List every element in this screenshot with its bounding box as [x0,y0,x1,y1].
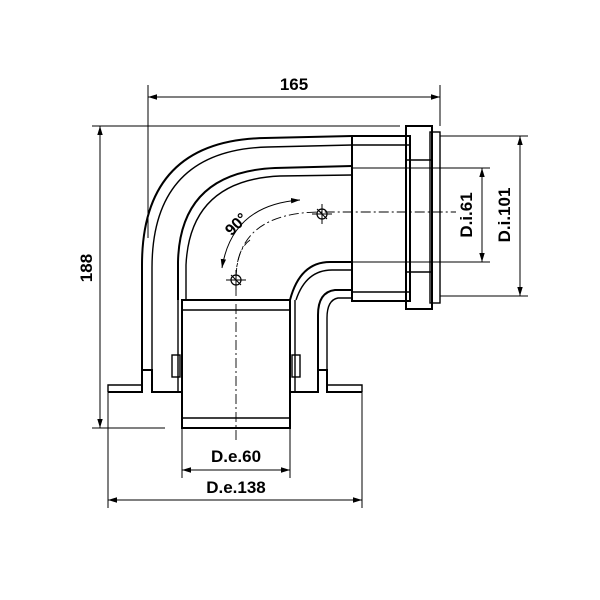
inner-throat-wall [289,261,352,301]
inner-throat-wall-2 [295,269,352,301]
middle-bend-wall [177,165,353,300]
dimension-lines [92,85,528,508]
outer-bend-inner-wall [151,144,353,392]
lower-right-leg-inner [326,297,352,392]
right-socket-ring [405,125,433,310]
right-socket-lip [429,131,441,304]
outer-bend-wall [141,135,353,392]
inner-diameter-small-label: D.i.61 [457,192,476,237]
right-foot [290,369,362,393]
angle-label: 90° [222,210,251,239]
outer-diameter-large-label: D.e.138 [206,478,266,497]
right-socket [351,125,441,310]
height-dimension-label: 188 [77,254,96,282]
lower-right-leg [317,289,352,392]
center-lines [235,211,456,440]
center-marker-lower [226,270,246,290]
width-dimension-label: 165 [280,75,308,94]
angle-dimension [220,197,301,269]
right-socket-body [351,135,411,302]
left-foot [108,369,182,393]
middle-bend-inner-wall [185,174,353,300]
elbow-body [141,135,353,392]
center-marker-upper [312,204,332,224]
mounting-feet [107,369,363,393]
outer-diameter-small-label: D.e.60 [211,447,261,466]
inner-diameter-large-label: D.i.101 [495,188,514,243]
